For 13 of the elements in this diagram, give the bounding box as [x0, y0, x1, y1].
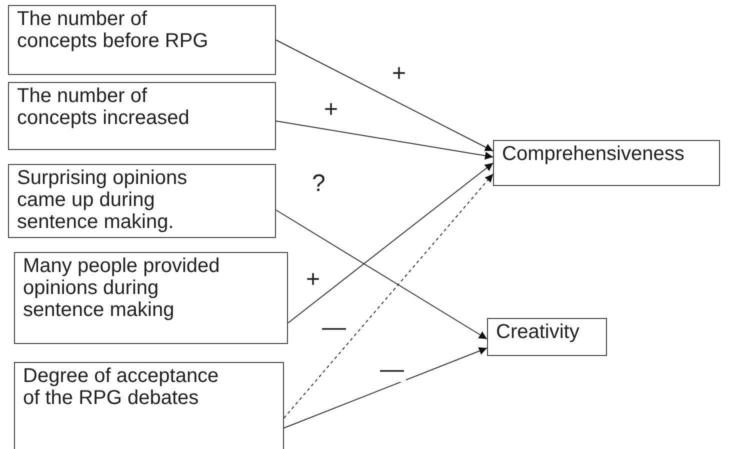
- text-box: Many people provided opinions during sentence making: [14, 252, 288, 344]
- text-box: Surprising opinions came up during sentence making.: [8, 164, 276, 238]
- text-box: The number of concepts before RPG: [8, 5, 276, 75]
- text-box: Creativity: [487, 318, 607, 356]
- arrow: [276, 210, 488, 340]
- text-box: Degree of acceptance of the RPG debates: [14, 362, 284, 449]
- text-box: Comprehensiveness: [493, 140, 720, 186]
- arrow: [276, 40, 494, 152]
- arrow: [276, 120, 494, 160]
- arrow: [288, 162, 494, 324]
- arrow: [284, 174, 494, 418]
- text-box: The number of concepts increased: [8, 82, 276, 150]
- arrow: [284, 347, 488, 428]
